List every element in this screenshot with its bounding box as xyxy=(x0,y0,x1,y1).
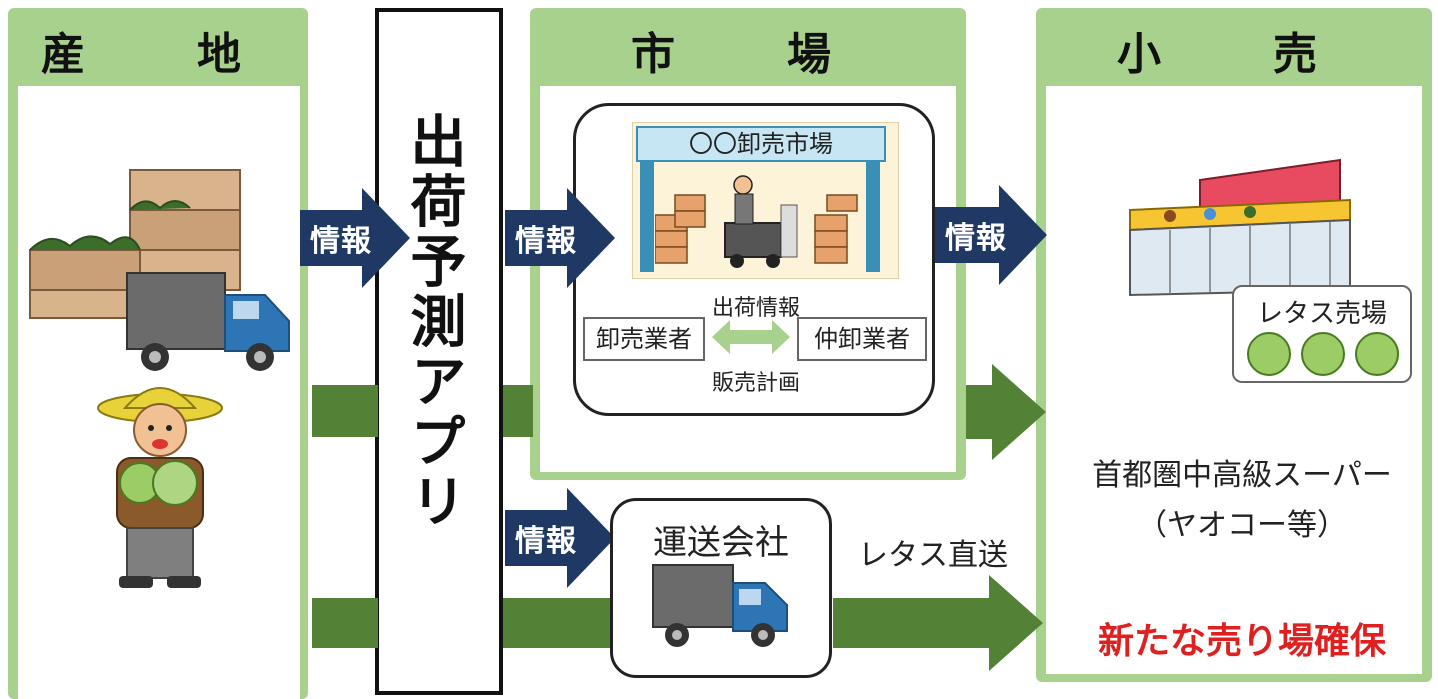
flow-arrow-upper-right xyxy=(966,364,1046,460)
info-arrow-origin: 情報 xyxy=(300,188,410,288)
store-type-label: 首都圏中高級スーパー xyxy=(1092,458,1392,493)
origin-title: 産 地 xyxy=(41,29,275,80)
sales-plan-label: 販売計画 xyxy=(712,371,801,396)
wholesaler-box: 卸売業者 xyxy=(583,317,705,361)
vegetable-boxes-icon xyxy=(29,169,241,319)
info-arrow-transport: 情報 xyxy=(505,488,615,588)
flow-arrow-lower-right xyxy=(833,575,1043,671)
market-pillar-left xyxy=(640,162,654,272)
lettuce-corner-label: レタス売場 xyxy=(1256,299,1387,329)
lettuce-icon xyxy=(1247,332,1399,376)
new-sales-floor-label: 新たな売り場確保 xyxy=(1097,621,1386,662)
store-examples-label: （ヤオコー等） xyxy=(1137,508,1347,543)
transport-company-label: 運送会社 xyxy=(653,523,789,563)
transport-truck-icon xyxy=(652,564,788,647)
transport-company-box: 運送会社 xyxy=(610,498,832,678)
flow-bar-upper-left xyxy=(312,385,378,437)
info-arrow-retail: 情報 xyxy=(935,185,1047,285)
double-arrow-icon xyxy=(712,320,790,354)
market-signboard: 〇〇卸売市場 xyxy=(636,126,886,162)
info-label-transport: 情報 xyxy=(515,524,577,559)
flow-bar-lower-left xyxy=(312,598,378,648)
flow-bar-lower-mid xyxy=(503,598,613,648)
info-label-retail: 情報 xyxy=(945,221,1007,256)
info-label-origin: 情報 xyxy=(310,224,372,259)
info-arrow-market: 情報 xyxy=(505,188,615,288)
supermarket-icon xyxy=(1129,158,1351,297)
lettuce-direct-label: レタス直送 xyxy=(858,538,1008,573)
app-label: 出荷予測アプリ xyxy=(401,112,466,532)
intermediate-wholesaler-box: 仲卸業者 xyxy=(797,317,927,361)
info-label-market: 情報 xyxy=(515,224,577,259)
market-signboard-label: 〇〇卸売市場 xyxy=(689,130,833,158)
market-pillar-right xyxy=(866,162,880,272)
farmer-icon xyxy=(97,387,223,588)
shipping-info-label: 出荷情報 xyxy=(712,296,801,321)
retail-title: 小 売 xyxy=(1117,29,1351,80)
market-title: 市 場 xyxy=(631,29,865,80)
lettuce-corner-sign: レタス売場 xyxy=(1232,285,1412,383)
shipping-forecast-app: 出荷予測アプリ xyxy=(375,8,503,695)
forklift-worker-icon xyxy=(655,175,858,268)
truck-icon xyxy=(126,272,290,371)
flow-bar-upper-mid xyxy=(503,385,533,437)
